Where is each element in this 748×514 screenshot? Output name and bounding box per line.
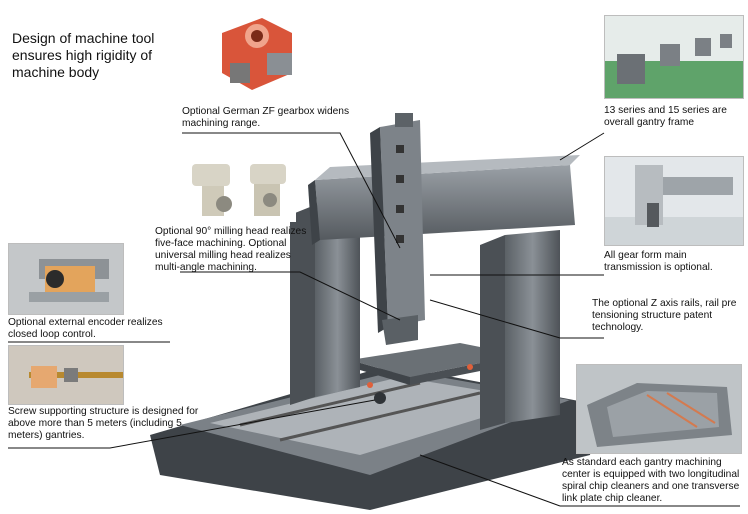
chip-cleaner-photo: [576, 364, 742, 454]
page-title: Design of machine tool ensures high rigi…: [12, 30, 155, 80]
gantry-machine-illustration: [150, 113, 600, 510]
caption-encoder: Optional external encoder realizes close…: [8, 317, 163, 340]
caption-screw-support: Screw supporting structure is designed f…: [8, 406, 199, 441]
encoder-photo: [8, 243, 124, 315]
gearbox-photo: [212, 8, 302, 98]
caption-z-axis: The optional Z axis rails, rail pre tens…: [592, 298, 737, 333]
milling-head-photo: [188, 160, 296, 222]
gantry-factory-photo: [604, 15, 744, 99]
caption-milling-head: Optional 90° milling head realizes five-…: [155, 226, 307, 273]
caption-chip-cleaners: As standard each gantry machining center…: [562, 457, 740, 504]
screw-support-photo: [8, 345, 124, 405]
gear-form-photo: [604, 156, 744, 246]
caption-gear-form: All gear form main transmission is optio…: [604, 250, 713, 273]
caption-gearbox: Optional German ZF gearbox widens machin…: [182, 106, 350, 129]
caption-gantry-series: 13 series and 15 series are overall gant…: [604, 105, 727, 128]
